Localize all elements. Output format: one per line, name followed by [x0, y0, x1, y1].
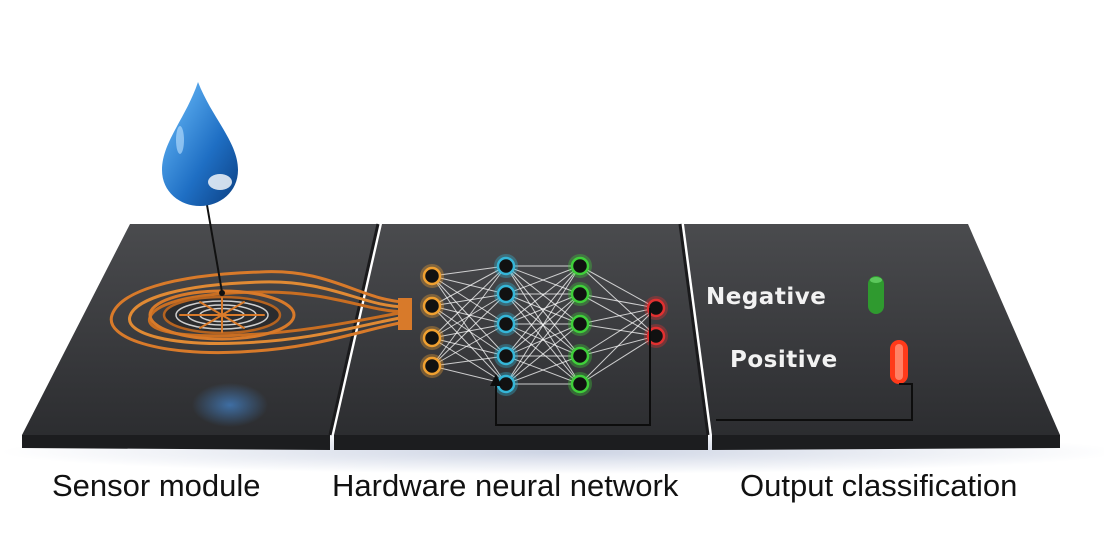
droplet-reflection: [192, 383, 268, 427]
network-edge: [505, 293, 581, 385]
network-edge: [431, 355, 507, 367]
output-node: [646, 298, 666, 318]
network-edge: [579, 335, 657, 385]
input-node: [422, 266, 442, 286]
network-edge: [579, 293, 657, 309]
output-node: [646, 326, 666, 346]
network-edge: [579, 307, 657, 325]
network-edge: [579, 265, 657, 309]
hidden2-node: [570, 256, 590, 276]
network-edge: [431, 265, 507, 339]
positive-label: Positive: [730, 347, 838, 373]
hidden2-node: [570, 346, 590, 366]
output-panel: [684, 224, 1060, 450]
network-edge: [431, 323, 507, 339]
hardware-network-caption: Hardware neural network: [332, 468, 679, 503]
network-connections: [431, 265, 657, 385]
hidden1-node: [496, 346, 516, 366]
network-edge: [505, 323, 581, 385]
network-edge: [579, 323, 657, 337]
network-edge: [505, 265, 581, 385]
network-edge: [505, 293, 581, 325]
hidden1-node: [496, 314, 516, 334]
hidden1-node: [496, 284, 516, 304]
network-edge: [505, 355, 581, 385]
network-edge: [505, 265, 581, 357]
output-classification-caption: Output classification: [740, 468, 1018, 503]
network-edge: [505, 323, 581, 357]
network-edge: [431, 337, 507, 357]
negative-indicator: [868, 276, 884, 314]
network-edge: [431, 305, 507, 325]
network-edge: [431, 323, 507, 367]
network-edge: [579, 307, 657, 357]
hidden2-node: [570, 314, 590, 334]
water-droplet-icon: [162, 82, 238, 296]
hidden1-node: [496, 256, 516, 276]
network-edge: [431, 265, 507, 307]
spiral-electrode-icon: [109, 270, 412, 355]
network-edge: [431, 275, 507, 295]
network-edge: [579, 293, 657, 337]
network-edge: [505, 265, 581, 295]
hidden2-node: [570, 284, 590, 304]
network-edge: [579, 307, 657, 385]
input-node: [422, 328, 442, 348]
network-nodes: [420, 254, 668, 396]
network-edge: [431, 265, 507, 367]
negative-label: Negative: [706, 284, 827, 310]
network-edge: [431, 293, 507, 367]
input-node: [422, 356, 442, 376]
network-edge: [505, 265, 581, 325]
neural-network-icon: [420, 254, 668, 426]
input-node: [422, 296, 442, 316]
sensor-module-caption: Sensor module: [52, 468, 261, 503]
network-edge: [431, 293, 507, 307]
hidden2-node: [570, 374, 590, 394]
network-edge: [431, 265, 507, 277]
indicator-light-icon: [716, 276, 913, 421]
